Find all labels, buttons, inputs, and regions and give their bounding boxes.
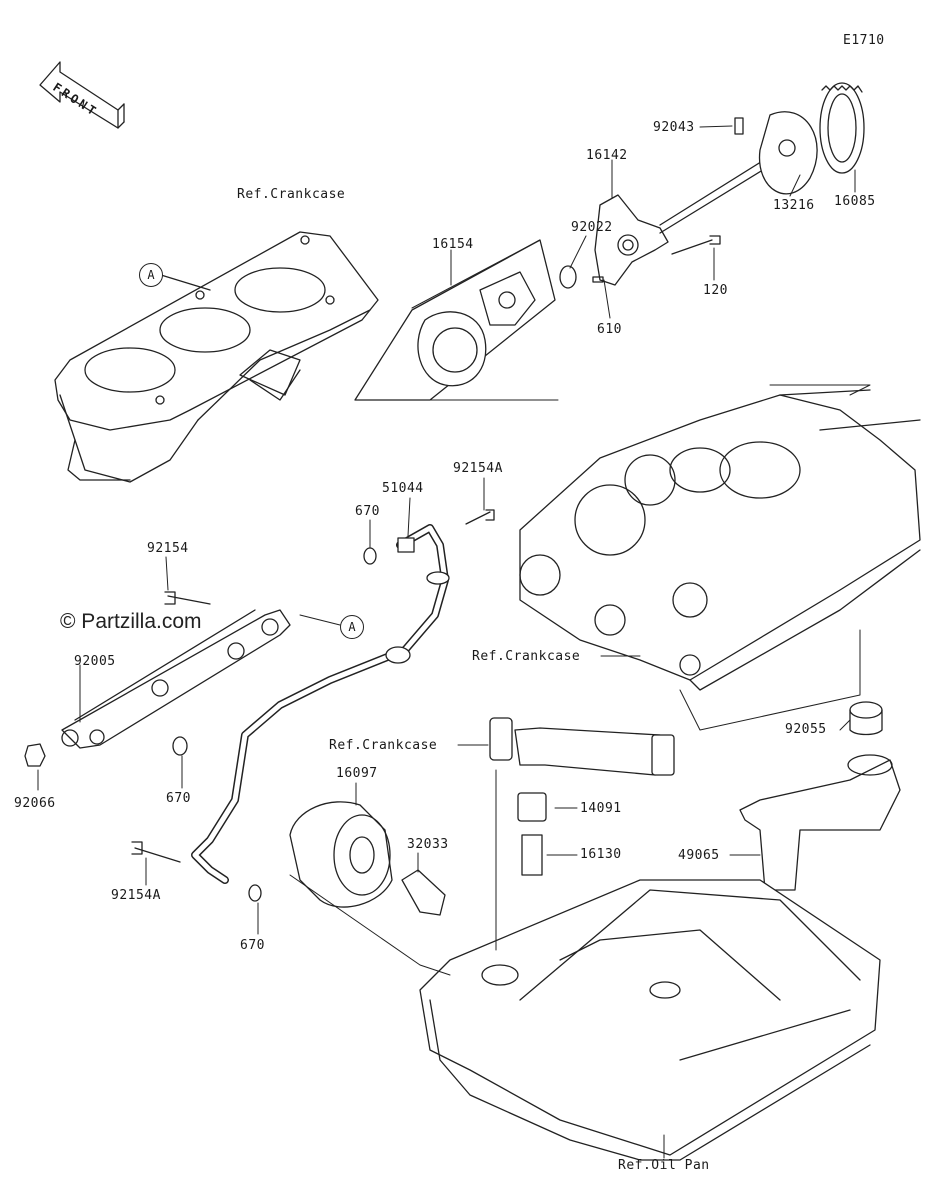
callout-a-top: A bbox=[139, 263, 163, 287]
part-670-bot: 670 bbox=[240, 938, 265, 953]
lower-crankcase-drawing bbox=[519, 389, 921, 691]
part-92066: 92066 bbox=[14, 796, 56, 811]
part-670-top: 670 bbox=[355, 504, 380, 519]
part-92055: 92055 bbox=[785, 722, 827, 737]
oil-cap-drawing bbox=[849, 701, 883, 736]
part-49065: 49065 bbox=[678, 848, 720, 863]
part-92043: 92043 bbox=[653, 120, 695, 135]
front-arrow-icon bbox=[39, 61, 125, 129]
washer-670-bot-drawing bbox=[248, 884, 262, 902]
part-16142: 16142 bbox=[586, 148, 628, 163]
oil-filter-drawing bbox=[289, 801, 393, 908]
washer-670-mid-drawing bbox=[172, 736, 188, 756]
part-14091: 14091 bbox=[580, 801, 622, 816]
oil-pump-rotor-drawing bbox=[354, 239, 556, 401]
bolt-92154-drawing bbox=[164, 591, 211, 605]
nut-92066-drawing bbox=[24, 743, 46, 767]
part-16097: 16097 bbox=[336, 766, 378, 781]
part-120: 120 bbox=[703, 283, 728, 298]
part-92154: 92154 bbox=[147, 541, 189, 556]
part-92005: 92005 bbox=[74, 654, 116, 669]
bolt-92154A-top-drawing bbox=[465, 509, 495, 525]
diagram-code: E1710 bbox=[843, 33, 885, 48]
oil-baffle-drawing bbox=[739, 754, 901, 891]
callout-a-bottom: A bbox=[340, 615, 364, 639]
ref-crankcase-top: Ref.Crankcase bbox=[237, 187, 346, 202]
leader-lines bbox=[37, 125, 856, 1159]
bolt-92154A-bot-drawing bbox=[131, 841, 181, 863]
part-16130: 16130 bbox=[580, 847, 622, 862]
upper-crankcase-drawing bbox=[54, 231, 379, 483]
ref-oil-pan: Ref.Oil Pan bbox=[618, 1158, 710, 1173]
drive-gear-drawing bbox=[819, 82, 865, 174]
part-610: 610 bbox=[597, 322, 622, 337]
part-16154: 16154 bbox=[432, 237, 474, 252]
oil-pipe-assembly-drawing bbox=[61, 609, 291, 749]
part-92154A-top: 92154A bbox=[453, 461, 503, 476]
watermark: © Partzilla.com bbox=[60, 610, 202, 633]
reference-lines bbox=[289, 239, 871, 976]
pump-cover-drawing bbox=[594, 194, 669, 286]
ref-crankcase-mid: Ref.Crankcase bbox=[472, 649, 581, 664]
bolt-120-drawing bbox=[671, 235, 721, 255]
part-51044: 51044 bbox=[382, 481, 424, 496]
oil-pipe-fitting-drawing bbox=[489, 717, 675, 876]
part-92154A-bot: 92154A bbox=[111, 888, 161, 903]
o-ring-drawing bbox=[559, 265, 577, 289]
pin-92043-drawing bbox=[734, 117, 744, 135]
part-13216: 13216 bbox=[773, 198, 815, 213]
oil-pipe-drawing bbox=[191, 524, 450, 884]
dowel-pin-drawing bbox=[592, 276, 604, 283]
part-32033: 32033 bbox=[407, 837, 449, 852]
washer-670-top-drawing bbox=[363, 547, 377, 565]
oil-pan-drawing bbox=[419, 879, 881, 1161]
ref-crankcase-low: Ref.Crankcase bbox=[329, 738, 438, 753]
part-670-mid: 670 bbox=[166, 791, 191, 806]
connector-32033-drawing bbox=[401, 869, 446, 916]
part-92022: 92022 bbox=[571, 220, 613, 235]
pump-shaft-drawing bbox=[659, 111, 818, 234]
part-16085: 16085 bbox=[834, 194, 876, 209]
